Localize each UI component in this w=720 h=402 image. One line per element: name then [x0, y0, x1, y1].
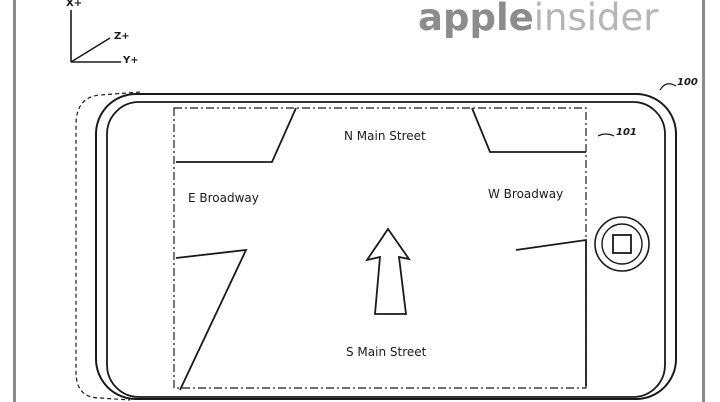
device-outer-body — [95, 93, 677, 400]
ref-numeral-display: 101 — [616, 127, 637, 138]
device-ghost-outline — [75, 91, 141, 401]
device-inner-bezel — [106, 101, 666, 398]
z-axis-label: Z+ — [114, 31, 130, 42]
block-southeast — [515, 238, 587, 386]
logo-part-apple: apple — [418, 0, 534, 39]
street-label-west: W Broadway — [488, 187, 564, 201]
logo-part-insider: insider — [533, 0, 659, 39]
home-button[interactable] — [594, 216, 650, 272]
home-button-ring — [594, 216, 650, 272]
leader-line-100 — [659, 83, 677, 91]
y-axis-label: Y+ — [123, 55, 139, 66]
leader-line-101 — [597, 133, 615, 137]
appleinsider-logo: appleinsider — [418, 0, 658, 42]
axis-triad — [70, 10, 121, 63]
street-blocks — [175, 107, 587, 391]
block-northwest — [176, 107, 297, 163]
street-label-east: E Broadway — [188, 191, 259, 205]
square-icon — [612, 234, 632, 254]
street-label-north: N Main Street — [344, 129, 426, 143]
block-southwest — [175, 248, 248, 391]
page-border-right — [702, 0, 705, 402]
x-axis-label: X+ — [66, 0, 83, 9]
up-arrow-icon — [364, 227, 412, 315]
home-button-inner — [601, 223, 643, 265]
z-axis-line — [70, 37, 111, 63]
block-northeast — [471, 107, 586, 153]
page-border-left — [13, 0, 16, 402]
street-label-south: S Main Street — [346, 345, 427, 359]
ref-numeral-device: 100 — [677, 77, 698, 88]
